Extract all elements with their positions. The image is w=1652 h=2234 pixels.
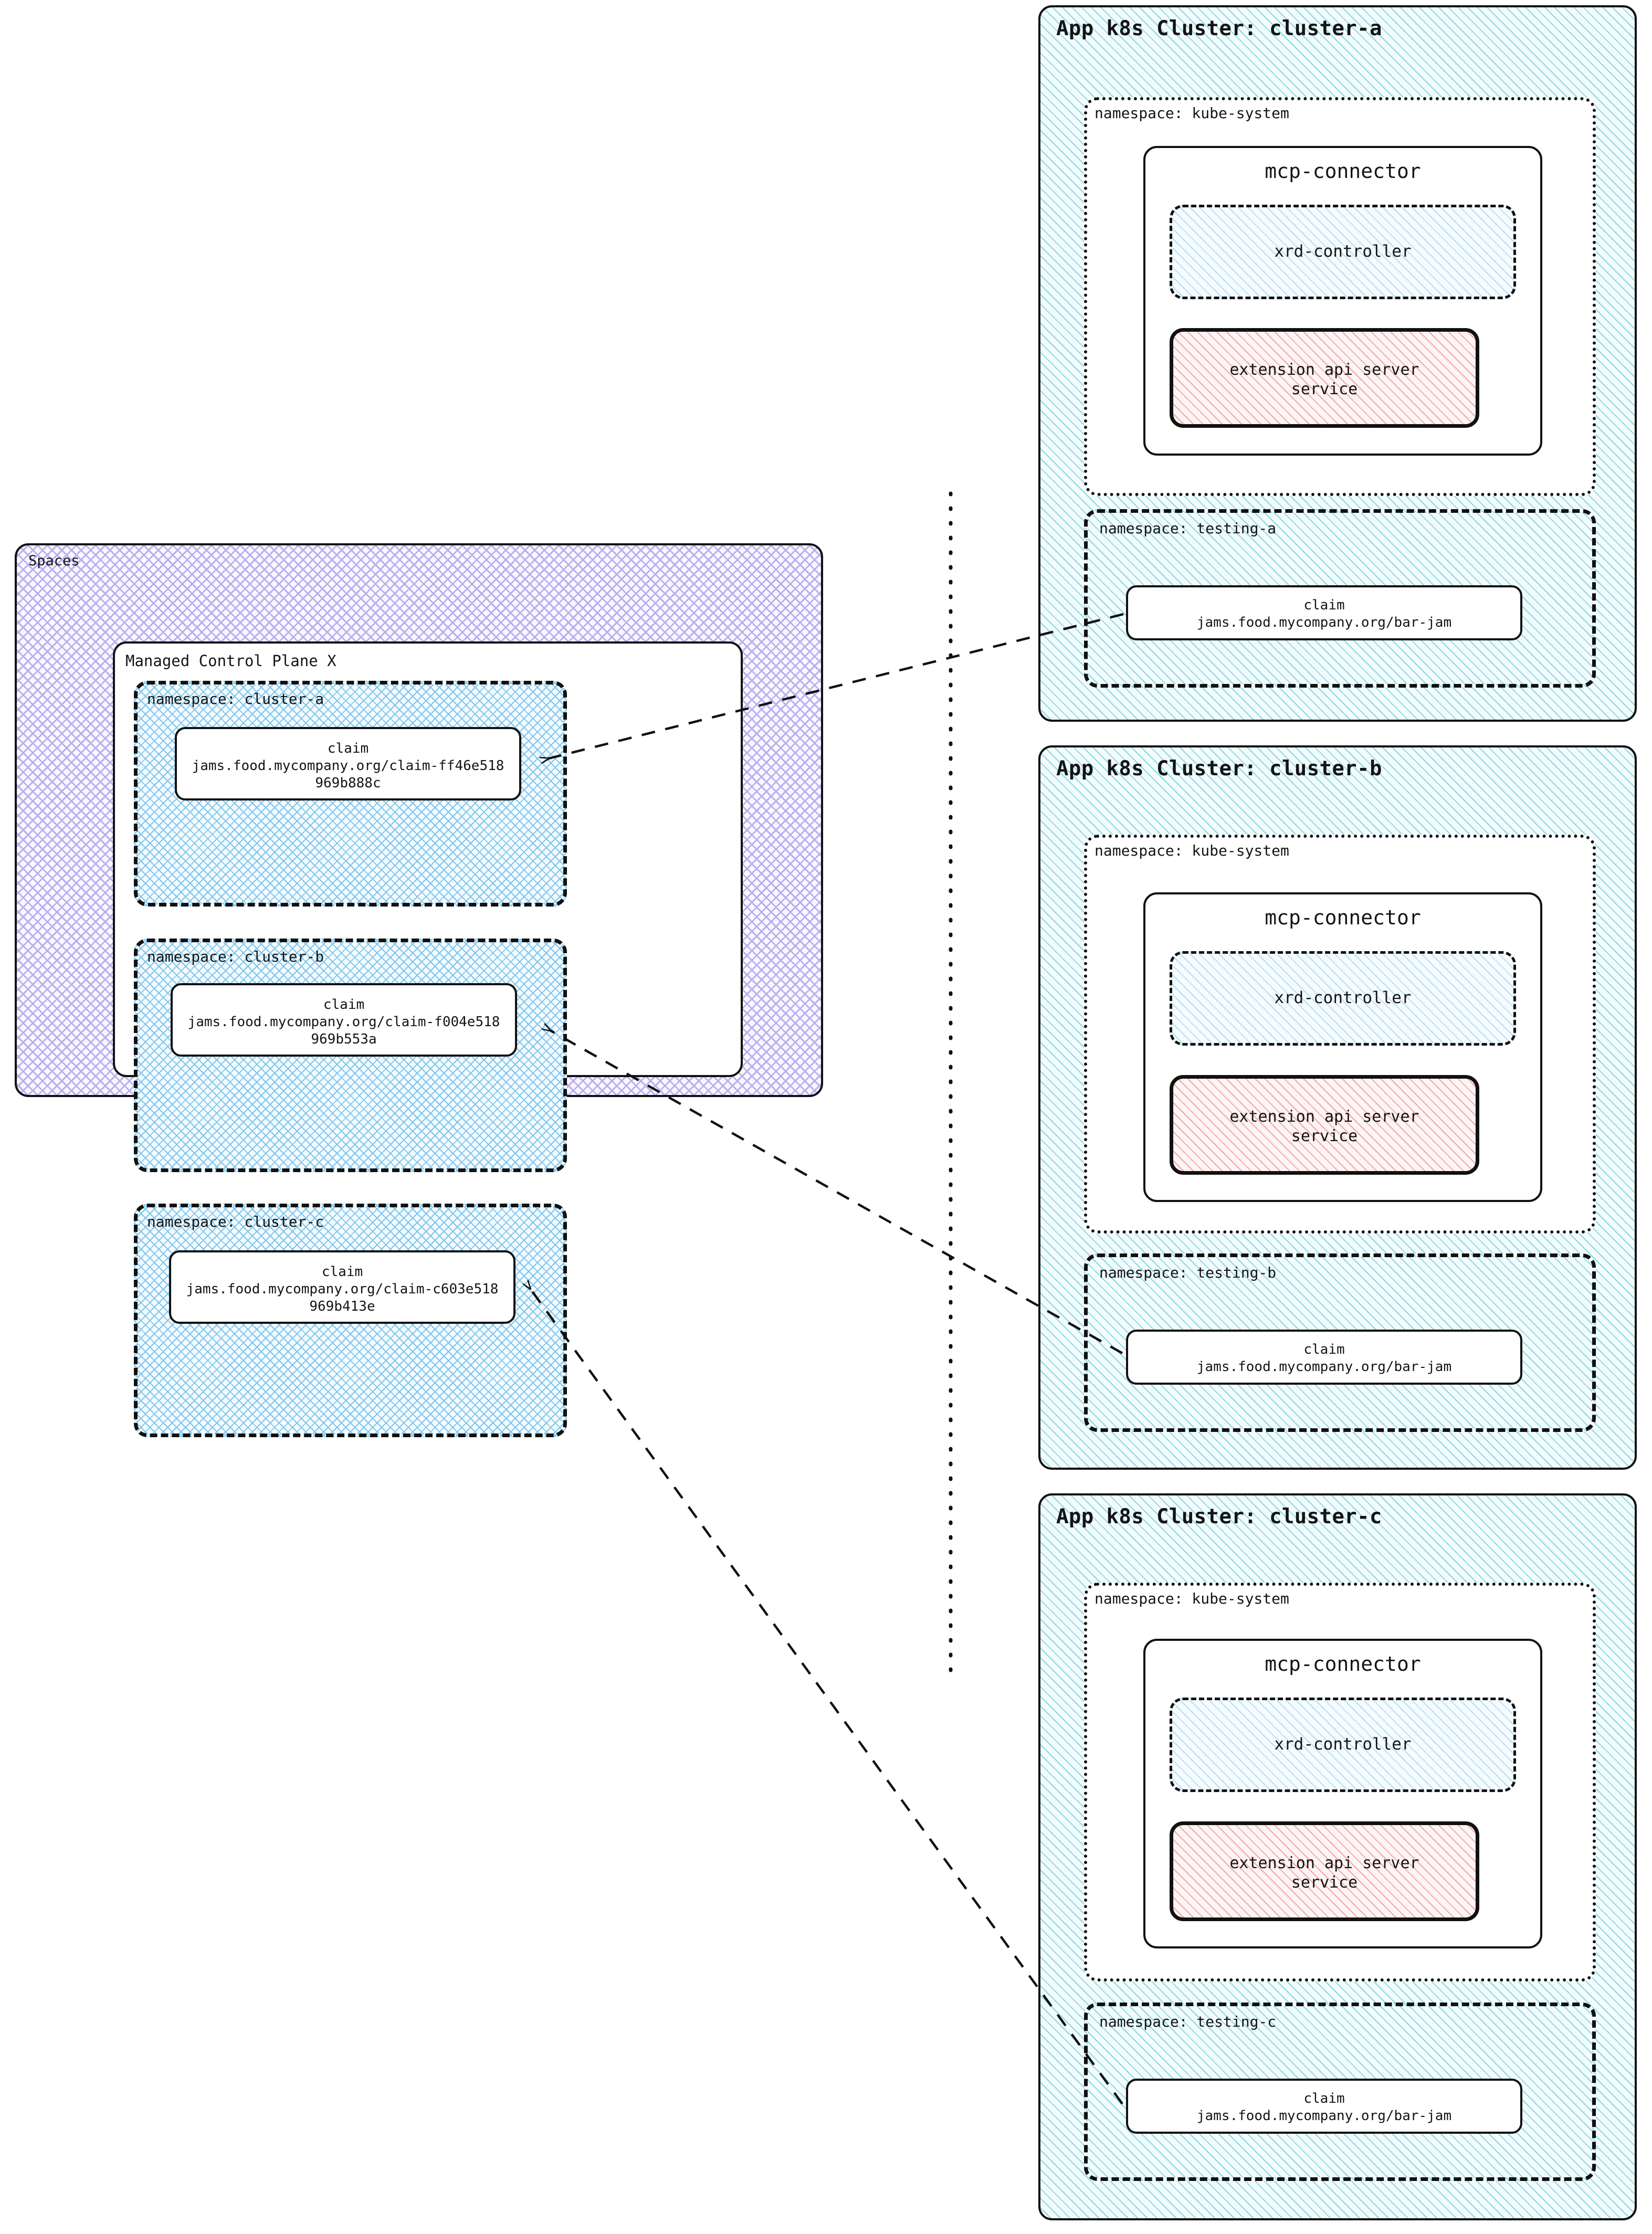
claim-cluster-a[interactable]: claim jams.food.mycompany.org/claim-ff46…: [175, 727, 521, 800]
cluster-c-extension-api-server-line1: extension api server: [1229, 1854, 1419, 1872]
connector-cluster-c: [530, 1289, 1123, 2105]
cluster-a-testing-claim[interactable]: claim jams.food.mycompany.org/bar-jam: [1126, 585, 1522, 640]
cluster-a-extension-api-server-service: extension api server service: [1170, 328, 1479, 428]
cluster-c-mcp-connector-label: mcp-connector: [1265, 1652, 1421, 1675]
app-cluster-c-title: App k8s Cluster: cluster-c: [1056, 1505, 1382, 1529]
cluster-a-testing-label: namespace: testing-a: [1099, 520, 1277, 537]
cluster-a-xrd-controller: xrd-controller: [1170, 205, 1516, 299]
cluster-a-extension-api-server-line2: service: [1291, 380, 1358, 398]
cluster-b-mcp-connector-label: mcp-connector: [1265, 906, 1421, 929]
cluster-c-testing-claim-ref: jams.food.mycompany.org/bar-jam: [1196, 2108, 1452, 2124]
cluster-b-testing-claim[interactable]: claim jams.food.mycompany.org/bar-jam: [1126, 1330, 1522, 1385]
cluster-b-testing-claim-ref: jams.food.mycompany.org/bar-jam: [1196, 1359, 1452, 1375]
claim-cluster-a-ref: jams.food.mycompany.org/claim-ff46e51896…: [192, 758, 504, 791]
cluster-a-extension-api-server-line1: extension api server: [1229, 361, 1419, 379]
cluster-b-kube-system-label: namespace: kube-system: [1095, 842, 1289, 859]
cluster-b-xrd-controller-label: xrd-controller: [1274, 988, 1412, 1007]
cluster-c-extension-api-server-service: extension api server service: [1170, 1821, 1479, 1921]
cluster-b-testing-claim-kind: claim: [1303, 1342, 1345, 1357]
cluster-a-xrd-controller-label: xrd-controller: [1274, 242, 1412, 261]
claim-cluster-c-ref: jams.food.mycompany.org/claim-c603e51896…: [186, 1281, 499, 1314]
app-cluster-b-title: App k8s Cluster: cluster-b: [1056, 757, 1382, 781]
cluster-c-extension-api-server-line2: service: [1291, 1873, 1358, 1892]
cluster-a-testing-claim-kind: claim: [1303, 597, 1345, 613]
cluster-c-xrd-controller-label: xrd-controller: [1274, 1735, 1412, 1754]
spaces-label: Spaces: [28, 553, 80, 569]
managed-control-plane-label: Managed Control Plane X: [125, 652, 336, 670]
cluster-b-extension-api-server-service: extension api server service: [1170, 1075, 1479, 1175]
claim-cluster-b-ref: jams.food.mycompany.org/claim-f004e51896…: [187, 1014, 500, 1047]
cluster-b-testing-label: namespace: testing-b: [1099, 1264, 1277, 1281]
namespace-cluster-b-label: namespace: cluster-b: [147, 948, 324, 965]
cluster-a-testing-claim-ref: jams.food.mycompany.org/bar-jam: [1196, 615, 1452, 630]
claim-cluster-b-kind: claim: [323, 997, 365, 1013]
cluster-c-kube-system-label: namespace: kube-system: [1095, 1590, 1289, 1607]
cluster-b-extension-api-server-line2: service: [1291, 1127, 1358, 1145]
namespace-cluster-a-label: namespace: cluster-a: [147, 690, 324, 708]
claim-cluster-c-kind: claim: [321, 1264, 363, 1280]
cluster-a-kube-system-label: namespace: kube-system: [1095, 104, 1289, 122]
cluster-b-xrd-controller: xrd-controller: [1170, 951, 1516, 1046]
claim-cluster-c[interactable]: claim jams.food.mycompany.org/claim-c603…: [169, 1250, 515, 1324]
cluster-b-extension-api-server-line1: extension api server: [1229, 1108, 1419, 1126]
app-cluster-a-title: App k8s Cluster: cluster-a: [1056, 17, 1382, 40]
cluster-c-testing-claim-kind: claim: [1303, 2091, 1345, 2106]
cluster-a-mcp-connector-label: mcp-connector: [1265, 160, 1421, 183]
cluster-c-xrd-controller: xrd-controller: [1170, 1698, 1516, 1792]
cluster-c-testing-label: namespace: testing-c: [1099, 2013, 1277, 2030]
claim-cluster-a-kind: claim: [327, 741, 369, 756]
cluster-c-testing-claim[interactable]: claim jams.food.mycompany.org/bar-jam: [1126, 2079, 1522, 2134]
namespace-cluster-c-label: namespace: cluster-c: [147, 1213, 324, 1230]
claim-cluster-b[interactable]: claim jams.food.mycompany.org/claim-f004…: [171, 983, 517, 1057]
